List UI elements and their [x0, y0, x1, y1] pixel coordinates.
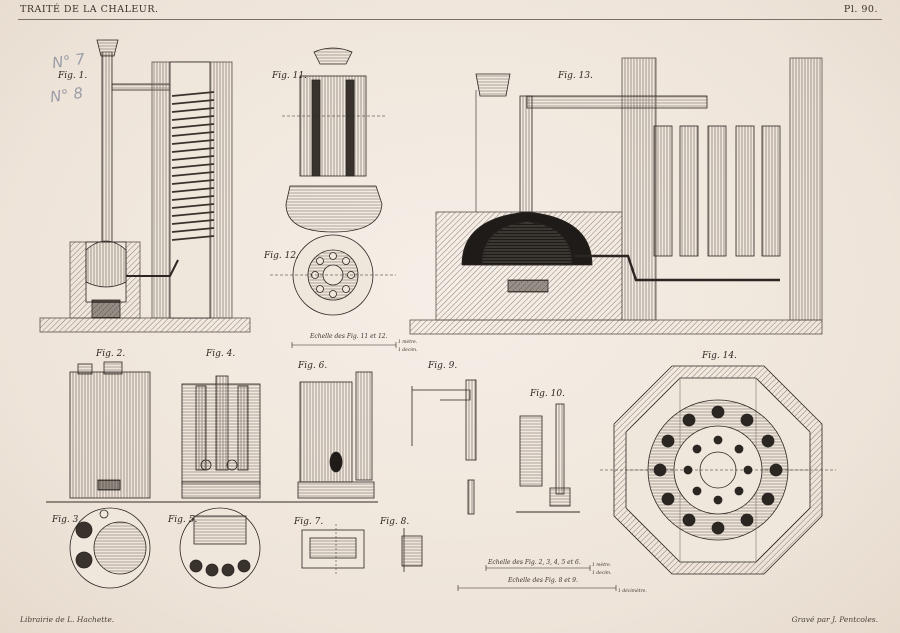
- plate-number: Pl. 90.: [843, 4, 878, 15]
- label-fig-10: Fig. 10.: [529, 389, 565, 399]
- label-fig-8: Fig. 8.: [379, 517, 409, 527]
- figure-9-detail: [411, 379, 477, 515]
- label-fig-13: Fig. 13.: [557, 71, 593, 81]
- label-fig-3: Fig. 3.: [51, 515, 81, 525]
- label-fig-1: Fig. 1.: [57, 71, 87, 81]
- label-fig-9: Fig. 9.: [427, 361, 457, 371]
- label-fig-2: Fig. 2.: [95, 349, 125, 359]
- label-fig-5: Fig. 5.: [167, 515, 197, 525]
- figure-3-plan: [69, 507, 151, 589]
- scale-fig-8-9-unit: 1 décimètre.: [618, 587, 647, 594]
- label-fig-11: Fig. 11.: [271, 71, 307, 81]
- scale-fig-11-12-unit-top: 1 mètre.: [398, 338, 418, 345]
- scale-fig-11-12-unit-bottom: 1 decim.: [398, 347, 418, 353]
- label-fig-14: Fig. 14.: [701, 351, 737, 361]
- publisher-credit: Librairie de L. Hachette.: [20, 615, 115, 624]
- figure-6-boiler: [297, 371, 375, 499]
- figure-5-plan: [179, 507, 261, 589]
- label-fig-4: Fig. 4.: [205, 349, 235, 359]
- figure-4-apparatus: [181, 375, 261, 499]
- scale-fig-2-6-unit-top: 1 mètre.: [592, 561, 612, 568]
- scale-fig-2-6-caption: Echelle des Fig. 2, 3, 4, 5 et 6.: [487, 559, 581, 566]
- scale-fig-2-6-unit-bottom: 1 decim.: [592, 570, 612, 576]
- figure-11-condenser: [282, 47, 386, 233]
- plate-title: TRAITÉ DE LA CHALEUR.: [20, 4, 159, 15]
- scale-fig-11-12-caption: Echelle des Fig. 11 et 12.: [309, 333, 388, 340]
- figure-8-detail: [401, 528, 423, 572]
- figure-2-boiler: [69, 361, 151, 499]
- label-fig-6: Fig. 6.: [297, 361, 327, 371]
- scale-fig-11-12: [291, 342, 397, 348]
- scale-fig-8-9-caption: Echelle des Fig. 8 et 9.: [507, 577, 578, 584]
- figure-10-detail: [516, 403, 580, 513]
- scale-bars-lower: [457, 565, 617, 591]
- engraver-credit: Gravé par J. Pentcoles.: [791, 615, 878, 624]
- header-rule: [18, 19, 882, 20]
- label-fig-12: Fig. 12.: [263, 251, 299, 261]
- figure-12-plan: [270, 234, 396, 316]
- figure-14-plan: [600, 365, 836, 575]
- figure-13-furnace: [409, 57, 823, 335]
- figure-1-still: [39, 39, 251, 333]
- label-fig-7: Fig. 7.: [293, 517, 323, 527]
- figure-7-section: [301, 524, 365, 574]
